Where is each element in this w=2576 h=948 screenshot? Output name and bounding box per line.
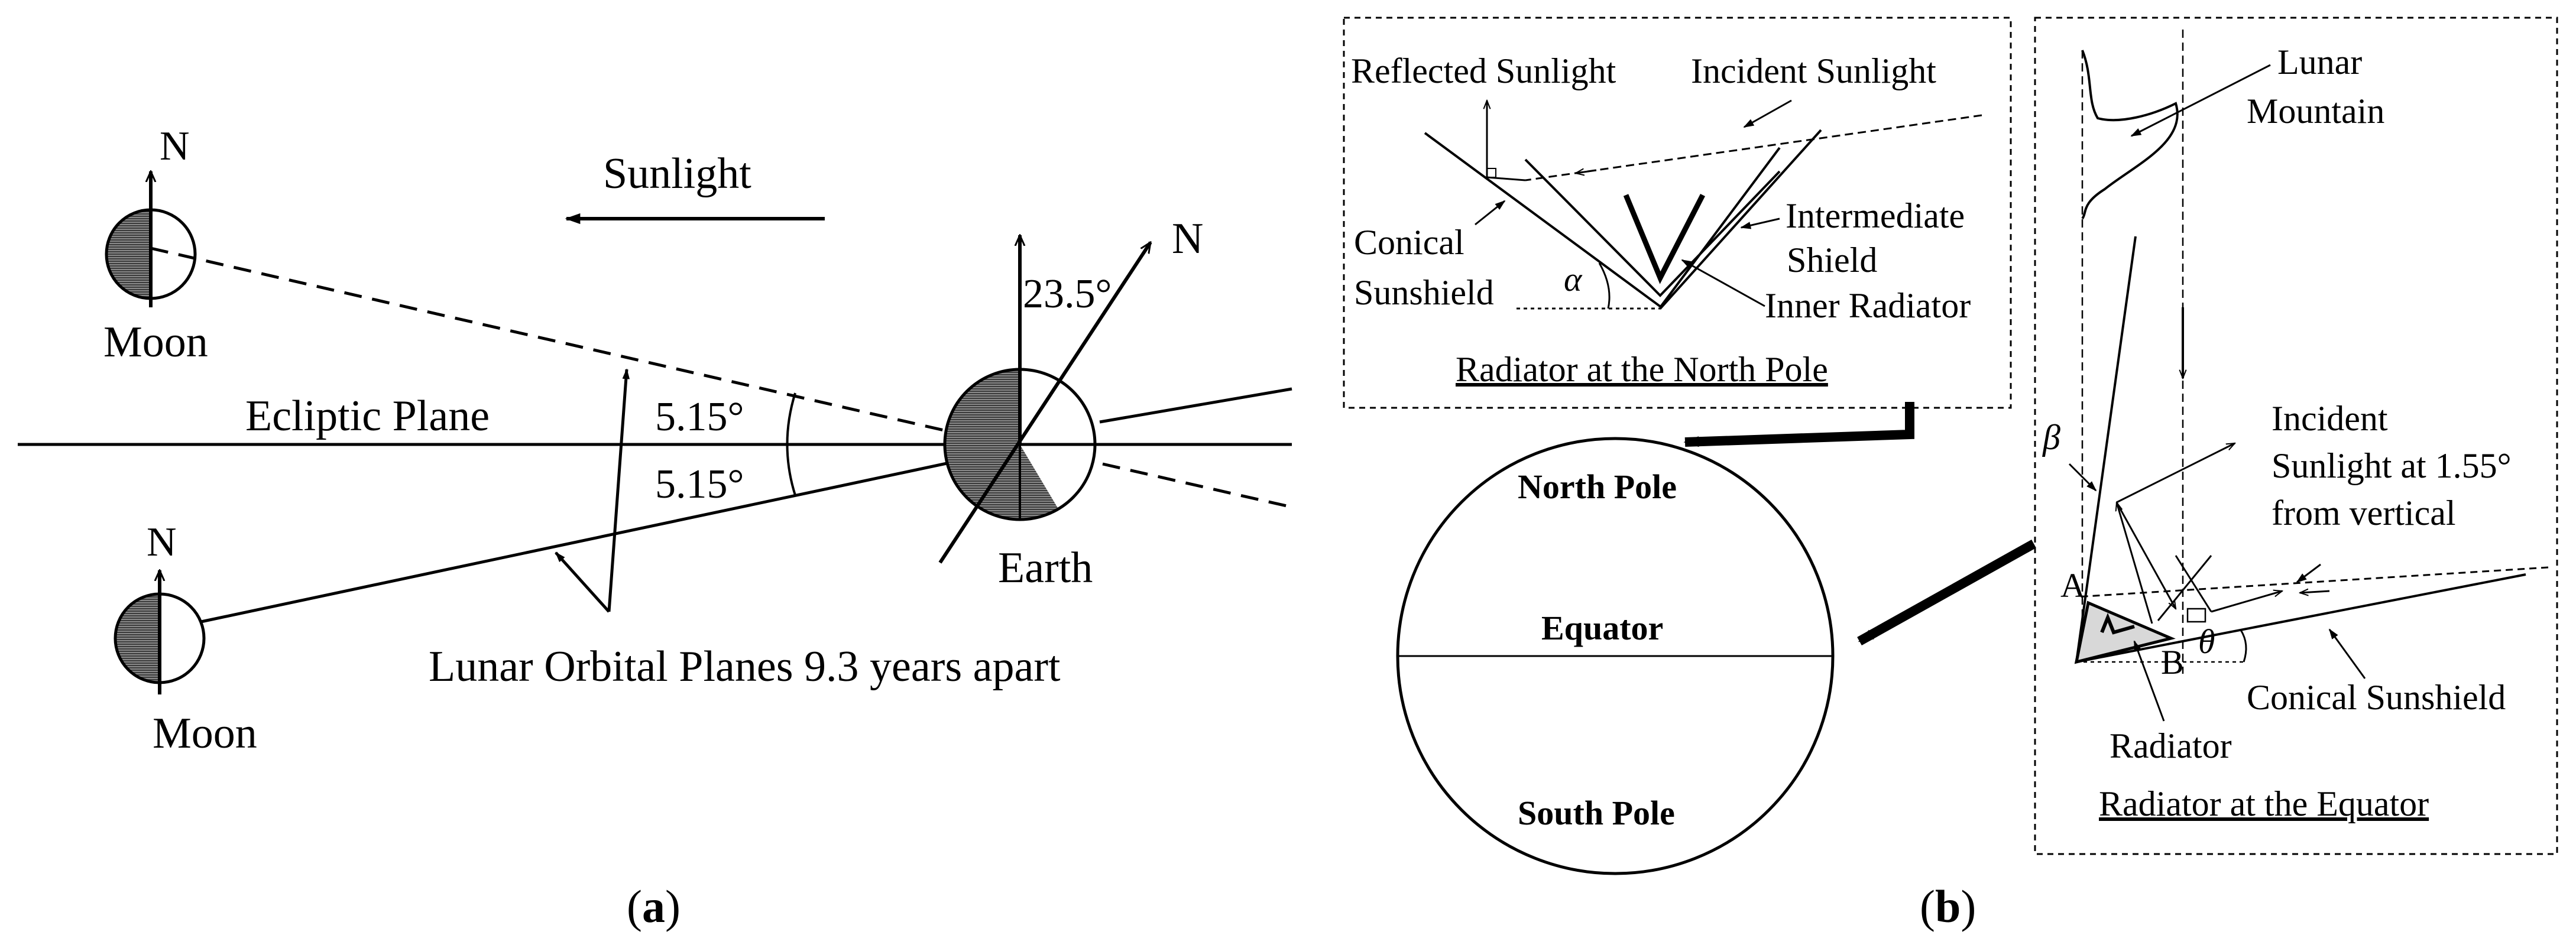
panel-b-caption: (b)	[1920, 881, 1976, 932]
orbital-planes-pointer-2	[555, 551, 610, 613]
equator-radiator-label: Radiator	[2110, 726, 2232, 765]
north-incident-pointer	[1743, 99, 1792, 128]
reflected-sunlight-label: Reflected Sunlight	[1351, 51, 1616, 90]
lunar-mountain-pointer	[2130, 64, 2271, 137]
north-incident-ray	[1525, 114, 1982, 181]
moon-bottom-north-label: N	[147, 520, 177, 565]
lunar-mountain-label-2: Mountain	[2247, 92, 2384, 131]
inner-radiator-label: Inner Radiator	[1765, 286, 1971, 325]
moon-bottom	[114, 570, 206, 694]
equator-ray-6	[2175, 555, 2212, 612]
globe-south-pole-label: South Pole	[1518, 794, 1675, 832]
north-pole-box	[1343, 17, 2012, 409]
north-pole-connector-arrow	[1683, 402, 1914, 447]
north-inner-pointer	[1681, 259, 1765, 307]
equator-incident-label-2: Sunlight at 1.55°	[2272, 446, 2512, 485]
lunar-orbital-planes-label: Lunar Orbital Planes 9.3 years apart	[429, 642, 1061, 691]
equator-conical-sunshield	[2076, 573, 2526, 663]
panel-b: α Reflected Sunlight Incident Sunlight C…	[1343, 17, 2558, 932]
equator-ray-1	[2117, 502, 2153, 624]
equator-incident-pointer	[2296, 563, 2321, 583]
orbital-plane-right-dashed	[1102, 462, 1292, 509]
earth-tilted-axis	[938, 242, 1152, 564]
equator-box	[2034, 17, 2558, 855]
moon-bottom-label: Moon	[153, 709, 257, 758]
equator-shield-vertical	[2075, 236, 2137, 663]
north-intermediate-shield	[1524, 158, 1781, 297]
equator-ray-3	[2115, 502, 2176, 609]
north-incident-sunlight-label: Incident Sunlight	[1691, 51, 1936, 90]
lower-orbital-plane-line	[200, 459, 958, 624]
north-intermediate-pointer	[1740, 217, 1780, 229]
north-pole-box-title: Radiator at the North Pole	[1456, 350, 1828, 389]
equator-theta-label: θ	[2198, 622, 2215, 661]
equator-radiator-inner	[2100, 612, 2135, 635]
equator-incident-label-1: Incident	[2272, 399, 2388, 438]
moon-top-dark-half	[106, 210, 151, 298]
angle-lower-label: 5.15°	[655, 462, 744, 507]
equator-right-angle	[2186, 608, 2206, 623]
orbital-planes-pointer	[607, 368, 630, 612]
earth-north-label: N	[1172, 215, 1203, 263]
sunlight-label: Sunlight	[603, 150, 751, 198]
equator-ray-4	[2157, 555, 2212, 621]
equator-ray-2	[2116, 442, 2235, 504]
equator-conical-label: Conical Sunshield	[2247, 678, 2506, 717]
earth-dark-half	[945, 369, 1020, 520]
axial-tilt-label: 23.5°	[1023, 271, 1112, 317]
equator-theta-arc	[2240, 629, 2247, 663]
lunar-mountain-label-1: Lunar	[2277, 43, 2362, 82]
north-alpha-arc	[1598, 262, 1611, 309]
equator-ray-5	[2211, 591, 2282, 613]
north-inner-radiator	[1623, 193, 1706, 284]
equator-beta-pointer	[2068, 463, 2097, 492]
moon-top-label: Moon	[103, 318, 208, 366]
north-alpha-label: α	[1564, 260, 1583, 298]
angle-upper-label: 5.15°	[655, 394, 744, 440]
conical-sunshield-label-2: Sunshield	[1354, 273, 1494, 312]
north-outer-line	[1659, 147, 1781, 309]
north-conical-pointer	[1475, 200, 1506, 226]
equator-beta-label: β	[2042, 418, 2060, 457]
equator-box-title: Radiator at the Equator	[2099, 784, 2429, 823]
equator-radiator-pointer	[2133, 640, 2165, 722]
angle-arc	[786, 392, 796, 496]
lunar-mountain	[2081, 50, 2179, 220]
equator-incident-label-3: from vertical	[2272, 494, 2456, 533]
equator-incident-dashed	[2076, 566, 2549, 598]
conical-sunshield-label-1: Conical	[1354, 223, 1464, 262]
earth-label: Earth	[998, 544, 1093, 592]
moon-top	[105, 171, 197, 307]
intermediate-shield-label-1: Intermediate	[1786, 196, 1965, 235]
equator-incident-arrow	[2300, 591, 2330, 593]
globe-north-pole-label: North Pole	[1518, 467, 1677, 506]
moon-bottom-dark-half	[115, 594, 160, 683]
earth	[943, 368, 1097, 521]
north-incident-arrow	[1576, 170, 1597, 173]
panel-a: Sunlight Ecliptic Plane 5.15° 5.15° Luna…	[18, 124, 1292, 932]
equator-connector-arrow	[1857, 540, 2036, 645]
equator-point-a: A	[2060, 566, 2085, 605]
earth-lower-shade	[1020, 444, 1058, 520]
panel-a-caption: (a)	[627, 881, 681, 932]
orbital-plane-right-solid	[1099, 387, 1292, 424]
north-right-angle	[1486, 168, 1496, 178]
ecliptic-plane-label: Ecliptic Plane	[245, 392, 490, 440]
moon-top-north-label: N	[160, 124, 190, 169]
equator-point-b: B	[2161, 643, 2184, 681]
equator-radiator	[2074, 600, 2176, 664]
globe-equator-label: Equator	[1541, 609, 1663, 647]
intermediate-shield-label-2: Shield	[1787, 241, 1877, 280]
equator-conical-pointer	[2328, 628, 2366, 679]
